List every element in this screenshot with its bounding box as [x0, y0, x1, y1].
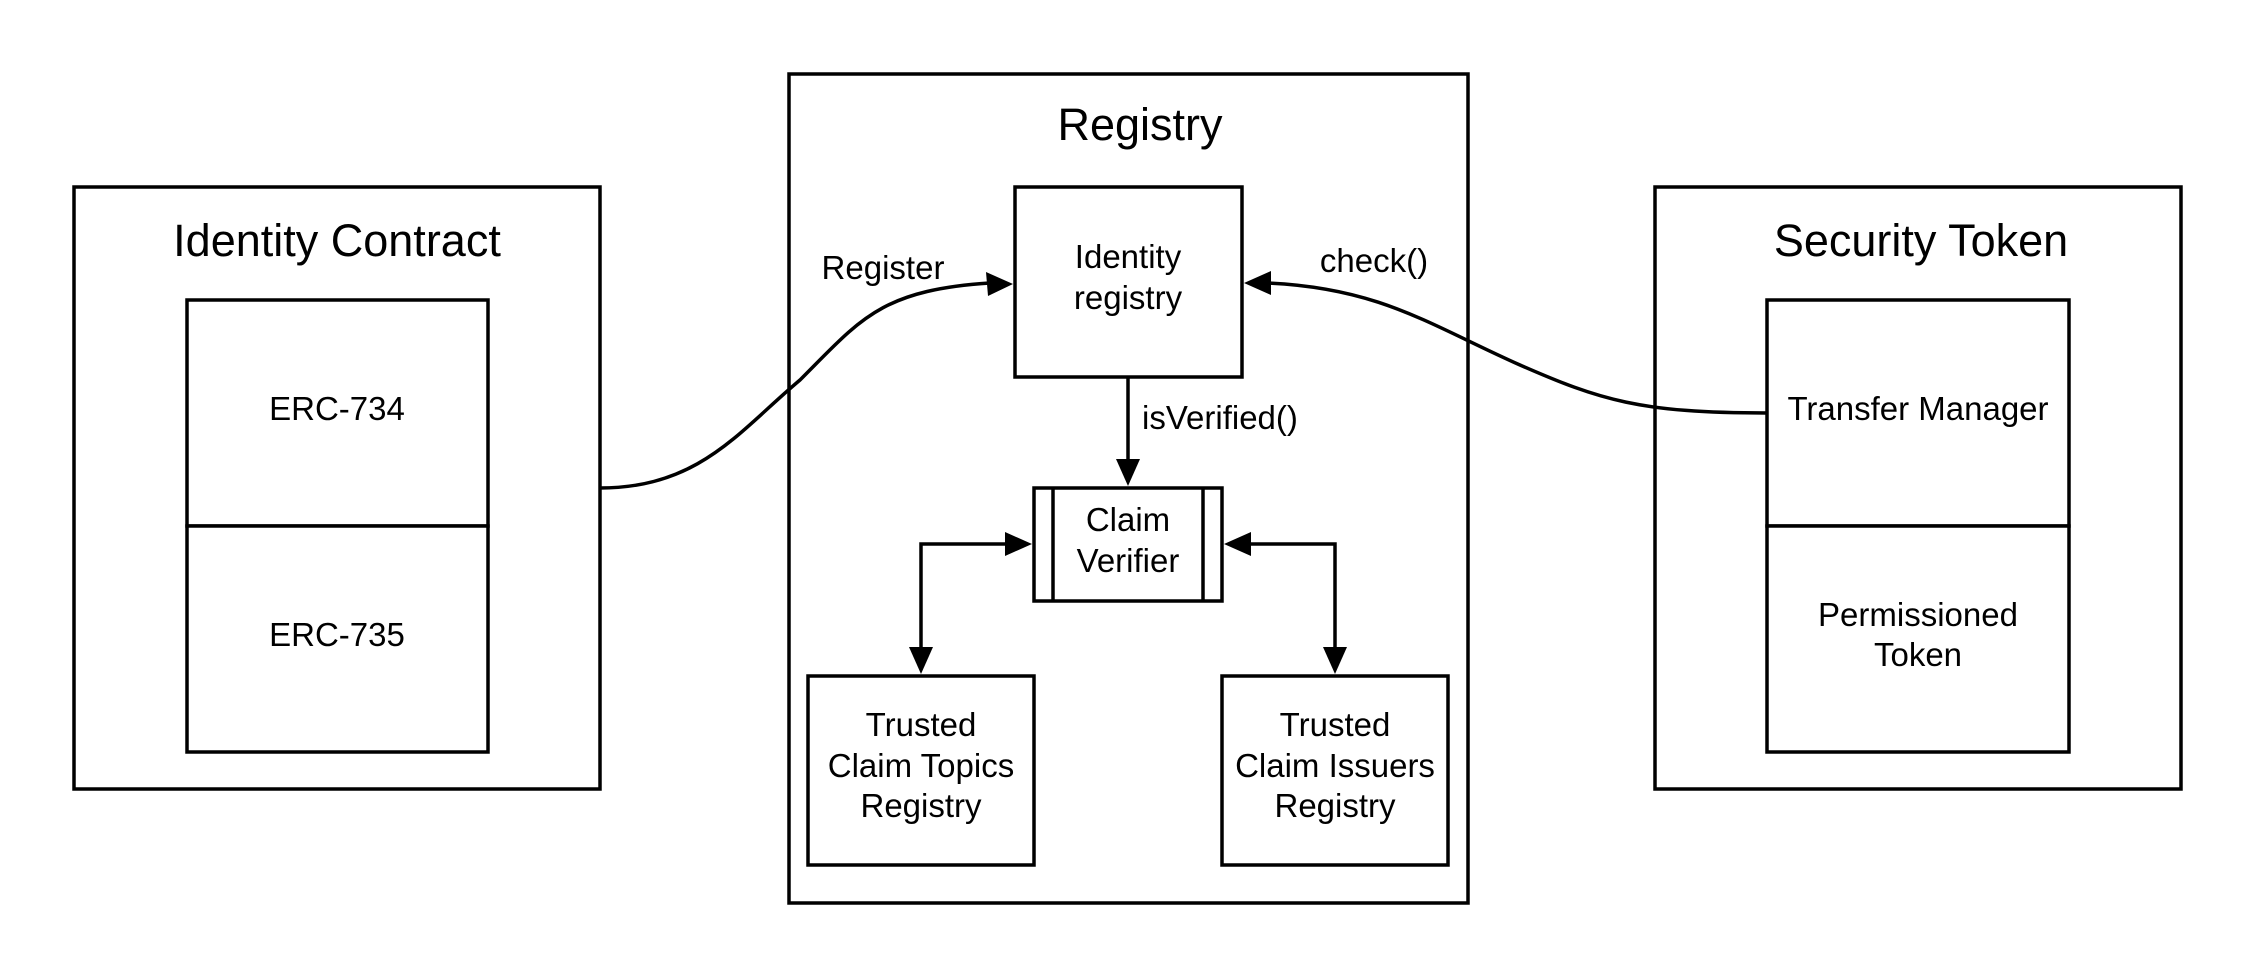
erc735-node: ERC-735	[185, 524, 490, 754]
trusted-topics-node: Trusted Claim Topics Registry	[806, 674, 1036, 867]
trusted-topics-label-line1: Trusted	[866, 706, 977, 743]
identity-registry-label-line2: registry	[1074, 279, 1183, 316]
trusted-issuers-node: Trusted Claim Issuers Registry	[1220, 674, 1450, 867]
verifier-issuers-arrowhead-down	[1323, 647, 1347, 674]
verifier-issuers-connector	[1248, 542, 1337, 650]
trusted-issuers-box	[1220, 674, 1450, 867]
register-edge: Register	[599, 249, 1013, 490]
registry-title: Registry	[1057, 99, 1223, 150]
claim-verifier-label-line1: Claim	[1086, 501, 1170, 538]
identity-contract-title: Identity Contract	[173, 215, 501, 266]
check-edge: check()	[1244, 242, 1768, 415]
claim-verifier-node: Claim Verifier	[1032, 486, 1224, 603]
transfer-manager-box	[1765, 298, 2071, 528]
verifier-topics-arrowhead-down	[909, 647, 933, 674]
permissioned-token-box	[1765, 524, 2071, 754]
trusted-topics-box	[806, 674, 1036, 867]
trusted-issuers-label-line3: Registry	[1274, 787, 1396, 824]
verifier-issuers-edge	[1224, 532, 1347, 674]
erc734-node: ERC-734	[185, 298, 490, 528]
verifier-issuers-arrowhead-left	[1224, 532, 1251, 556]
identity-contract-container: Identity Contract ERC-734 ERC-735	[72, 185, 602, 791]
registry-container: Registry Identity registry Claim Verifie…	[787, 72, 1470, 905]
security-token-container: Security Token Transfer Manager Permissi…	[1653, 185, 2183, 791]
register-label: Register	[822, 249, 945, 286]
verifier-topics-connector	[919, 542, 1008, 650]
identity-registry-label-line1: Identity	[1075, 238, 1182, 275]
permissioned-token-label-line2: Token	[1874, 636, 1962, 673]
trusted-issuers-label-line1: Trusted	[1280, 706, 1391, 743]
security-token-title: Security Token	[1774, 215, 2068, 266]
erc734-label: ERC-734	[269, 390, 405, 427]
check-arrowhead	[1244, 271, 1271, 295]
erc735-box	[185, 524, 490, 754]
claim-verifier-label-line2: Verifier	[1077, 542, 1180, 579]
is-verified-arrowhead	[1116, 459, 1140, 486]
trusted-topics-label-line3: Registry	[860, 787, 982, 824]
register-connector	[599, 281, 991, 490]
transfer-manager-label: Transfer Manager	[1787, 390, 2048, 427]
verifier-topics-edge	[909, 532, 1032, 674]
erc735-label: ERC-735	[269, 616, 405, 653]
trusted-issuers-label-line2: Claim Issuers	[1235, 747, 1435, 784]
verifier-topics-arrowhead-right	[1005, 532, 1032, 556]
check-label: check()	[1320, 242, 1428, 279]
erc734-box	[185, 298, 490, 528]
permissioned-token-label-line1: Permissioned	[1818, 596, 2018, 633]
trusted-topics-label-line2: Claim Topics	[828, 747, 1014, 784]
is-verified-label: isVerified()	[1142, 399, 1298, 436]
is-verified-edge: isVerified()	[1116, 377, 1298, 486]
check-connector	[1267, 281, 1768, 415]
identity-registry-node: Identity registry	[1013, 185, 1244, 379]
register-arrowhead	[986, 272, 1013, 296]
transfer-manager-node: Transfer Manager	[1765, 298, 2071, 528]
permissioned-token-node: Permissioned Token	[1765, 524, 2071, 754]
claim-verifier-box	[1032, 486, 1224, 603]
